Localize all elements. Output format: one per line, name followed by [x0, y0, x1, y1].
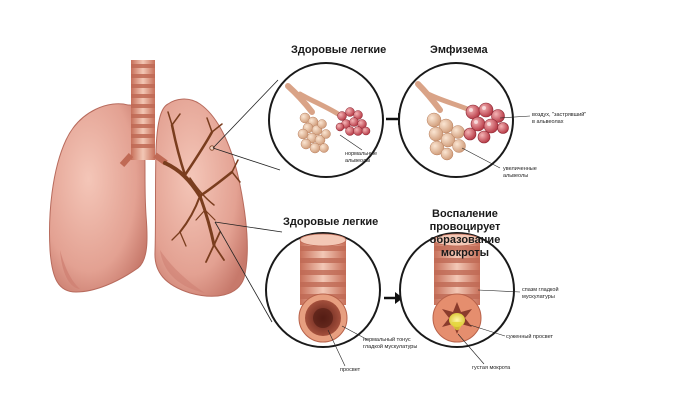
label-normal-alveoli-line1: нормальные	[345, 151, 378, 157]
trachea	[119, 60, 168, 168]
label-lumen: просвет	[340, 367, 361, 373]
label-normal-tone-line1: нормальный тонус	[363, 337, 411, 343]
inflamed-airway-circle	[399, 232, 521, 365]
label-trapped-air: воздух, "застрявший" в альвеолах	[532, 112, 586, 126]
heading-inflammation-line1: Воспаление провоцирует	[429, 208, 501, 233]
label-smooth-muscle-spasm: спазм гладкой мускулатуры	[522, 287, 559, 301]
label-enlarged-alveoli-line2: альвеолы	[503, 173, 529, 179]
label-trapped-air-line2: в альвеолах	[532, 119, 564, 125]
label-narrowed-lumen: суженный просвет	[506, 334, 554, 340]
healthy-airway-circle	[265, 232, 381, 367]
healthy-alveoli-circle	[268, 62, 384, 178]
healthy-alveoli-cluster-left	[297, 112, 331, 154]
bronchial-tree	[163, 111, 241, 263]
heading-inflammation: Воспаление провоцирует образование мокро…	[405, 208, 525, 260]
enlarged-alveoli-cluster	[426, 112, 466, 161]
heading-inflammation-line2: образование мокроты	[429, 234, 501, 259]
label-thick-mucus: густая мокрота	[472, 365, 511, 371]
lungs-illustration	[49, 60, 248, 297]
label-trapped-air-line1: воздух, "застрявший"	[532, 112, 587, 118]
connector-lines	[212, 79, 283, 323]
label-enlarged-alveoli-line1: увеличенные	[503, 166, 537, 172]
label-normal-tone: нормальный тонус гладкой мускулатуры	[363, 337, 417, 351]
heading-healthy-lungs-bottom: Здоровые легкие	[283, 216, 379, 228]
emphysema-circle	[398, 62, 531, 178]
trapped-air-alveoli-cluster	[463, 102, 509, 144]
label-enlarged-alveoli: увеличенные альвеолы	[503, 166, 537, 180]
label-normal-alveoli-line2: альвеолы	[345, 158, 371, 164]
label-smooth-muscle-spasm-line1: спазм гладкой	[522, 287, 559, 293]
heading-healthy-lungs-top: Здоровые легкие	[291, 44, 387, 56]
label-normal-tone-line2: гладкой мускулатуры	[363, 344, 418, 350]
label-normal-alveoli: нормальные альвеолы	[345, 151, 377, 165]
label-smooth-muscle-spasm-line2: мускулатуры	[522, 294, 555, 300]
heading-emphysema: Эмфизема	[430, 44, 488, 56]
arrow-inflammation	[384, 292, 403, 304]
healthy-alveoli-cluster-right	[335, 107, 371, 136]
